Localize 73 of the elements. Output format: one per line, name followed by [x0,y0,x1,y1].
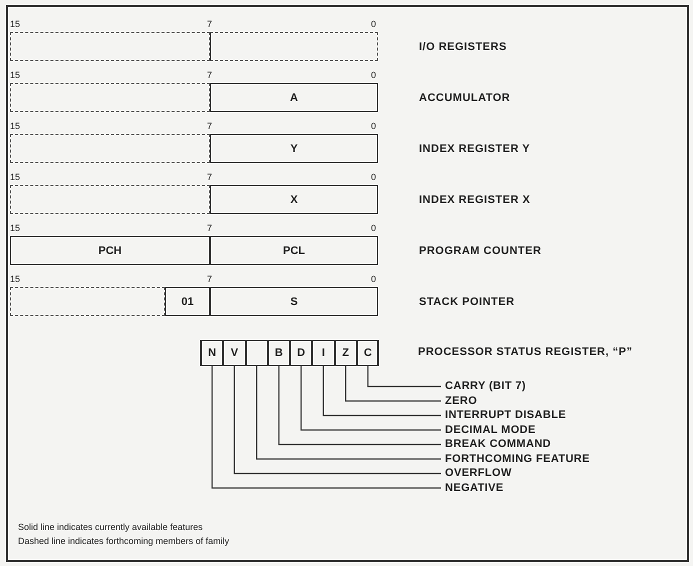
bit-number: 0 [371,19,376,29]
bit-number: 7 [207,274,212,284]
register-field-name: X [289,194,299,206]
flag-label: NEGATIVE [445,482,504,494]
flag-cell [312,340,334,366]
register-field-name: A [289,92,299,104]
leader-line [345,366,441,402]
flag-label: BREAK COMMAND [445,438,552,451]
bit-number: 15 [10,121,20,131]
register-field-name: PCH [97,244,123,256]
register-box [10,236,210,265]
flag-letter: B [274,346,284,358]
note-text: Dashed line indicates forthcoming members of family [18,536,230,546]
flag-letter: V [230,346,240,358]
bit-number: 0 [371,172,376,182]
bit-number: 0 [371,121,376,131]
flag-letter: N [207,346,218,358]
bit-number: 15 [10,172,20,182]
register-name: PROGRAM COUNTER [419,244,542,256]
flag-cell [268,340,290,366]
flag-cell [223,340,246,366]
leader-line [322,366,441,416]
flag-label: CARRY (BIT 7) [445,380,526,393]
bit-number: 15 [10,70,20,80]
register-box [10,83,210,112]
flag-cell [290,340,312,366]
register-name: PROCESSOR STATUS REGISTER, “P” [418,346,632,358]
leader-line [278,366,441,446]
bit-number: 7 [207,121,212,131]
bit-number: 0 [371,274,376,284]
flag-cell [246,340,268,366]
register-name: INDEX REGISTER X [419,194,530,206]
status-register-box [200,340,378,366]
flag-letter: C [362,346,373,358]
flag-label: INTERRUPT DISABLE [445,409,566,422]
register-box [10,32,210,61]
leader-line [212,366,441,489]
flag-letter: D [296,346,306,358]
flag-label: ZERO [445,394,478,408]
flag-label: DECIMAL MODE [445,424,536,436]
bit-number: 7 [207,19,212,29]
flag-label: FORTHCOMING FEATURE [445,452,590,466]
register-name: STACK POINTER [419,296,515,308]
flag-cell [334,340,357,366]
register-name: I/O REGISTERS [419,40,507,52]
bit-number: 7 [207,70,212,80]
register-name: ACCUMULATOR [419,92,510,104]
register-box [10,134,210,163]
register-field-name: Y [289,142,299,154]
bit-number: 15 [10,274,20,284]
flag-cell [201,340,224,366]
leader-line [300,366,441,431]
register-name: INDEX REGISTER Y [419,142,530,154]
flag-letter: Z [341,346,350,358]
register-field-name: PCL [282,244,306,256]
bit-number: 7 [207,172,212,182]
flag-cell [356,340,379,366]
register-field-name: S [289,296,299,308]
note-text: Solid line indicates currently available features [18,522,203,532]
register-box [10,185,210,214]
leader-line [234,366,441,474]
flag-letter: I [320,346,326,358]
register-box [10,287,165,316]
bit-number: 7 [207,223,212,233]
register-box [165,287,210,316]
leader-line [256,366,441,460]
bit-number: 15 [10,223,20,233]
leader-line [367,366,441,388]
bit-number: 15 [10,19,20,29]
bit-number: 0 [371,223,376,233]
register-field-name: 01 [180,296,195,308]
bit-number: 0 [371,70,376,80]
flag-label: OVERFLOW [445,467,512,480]
